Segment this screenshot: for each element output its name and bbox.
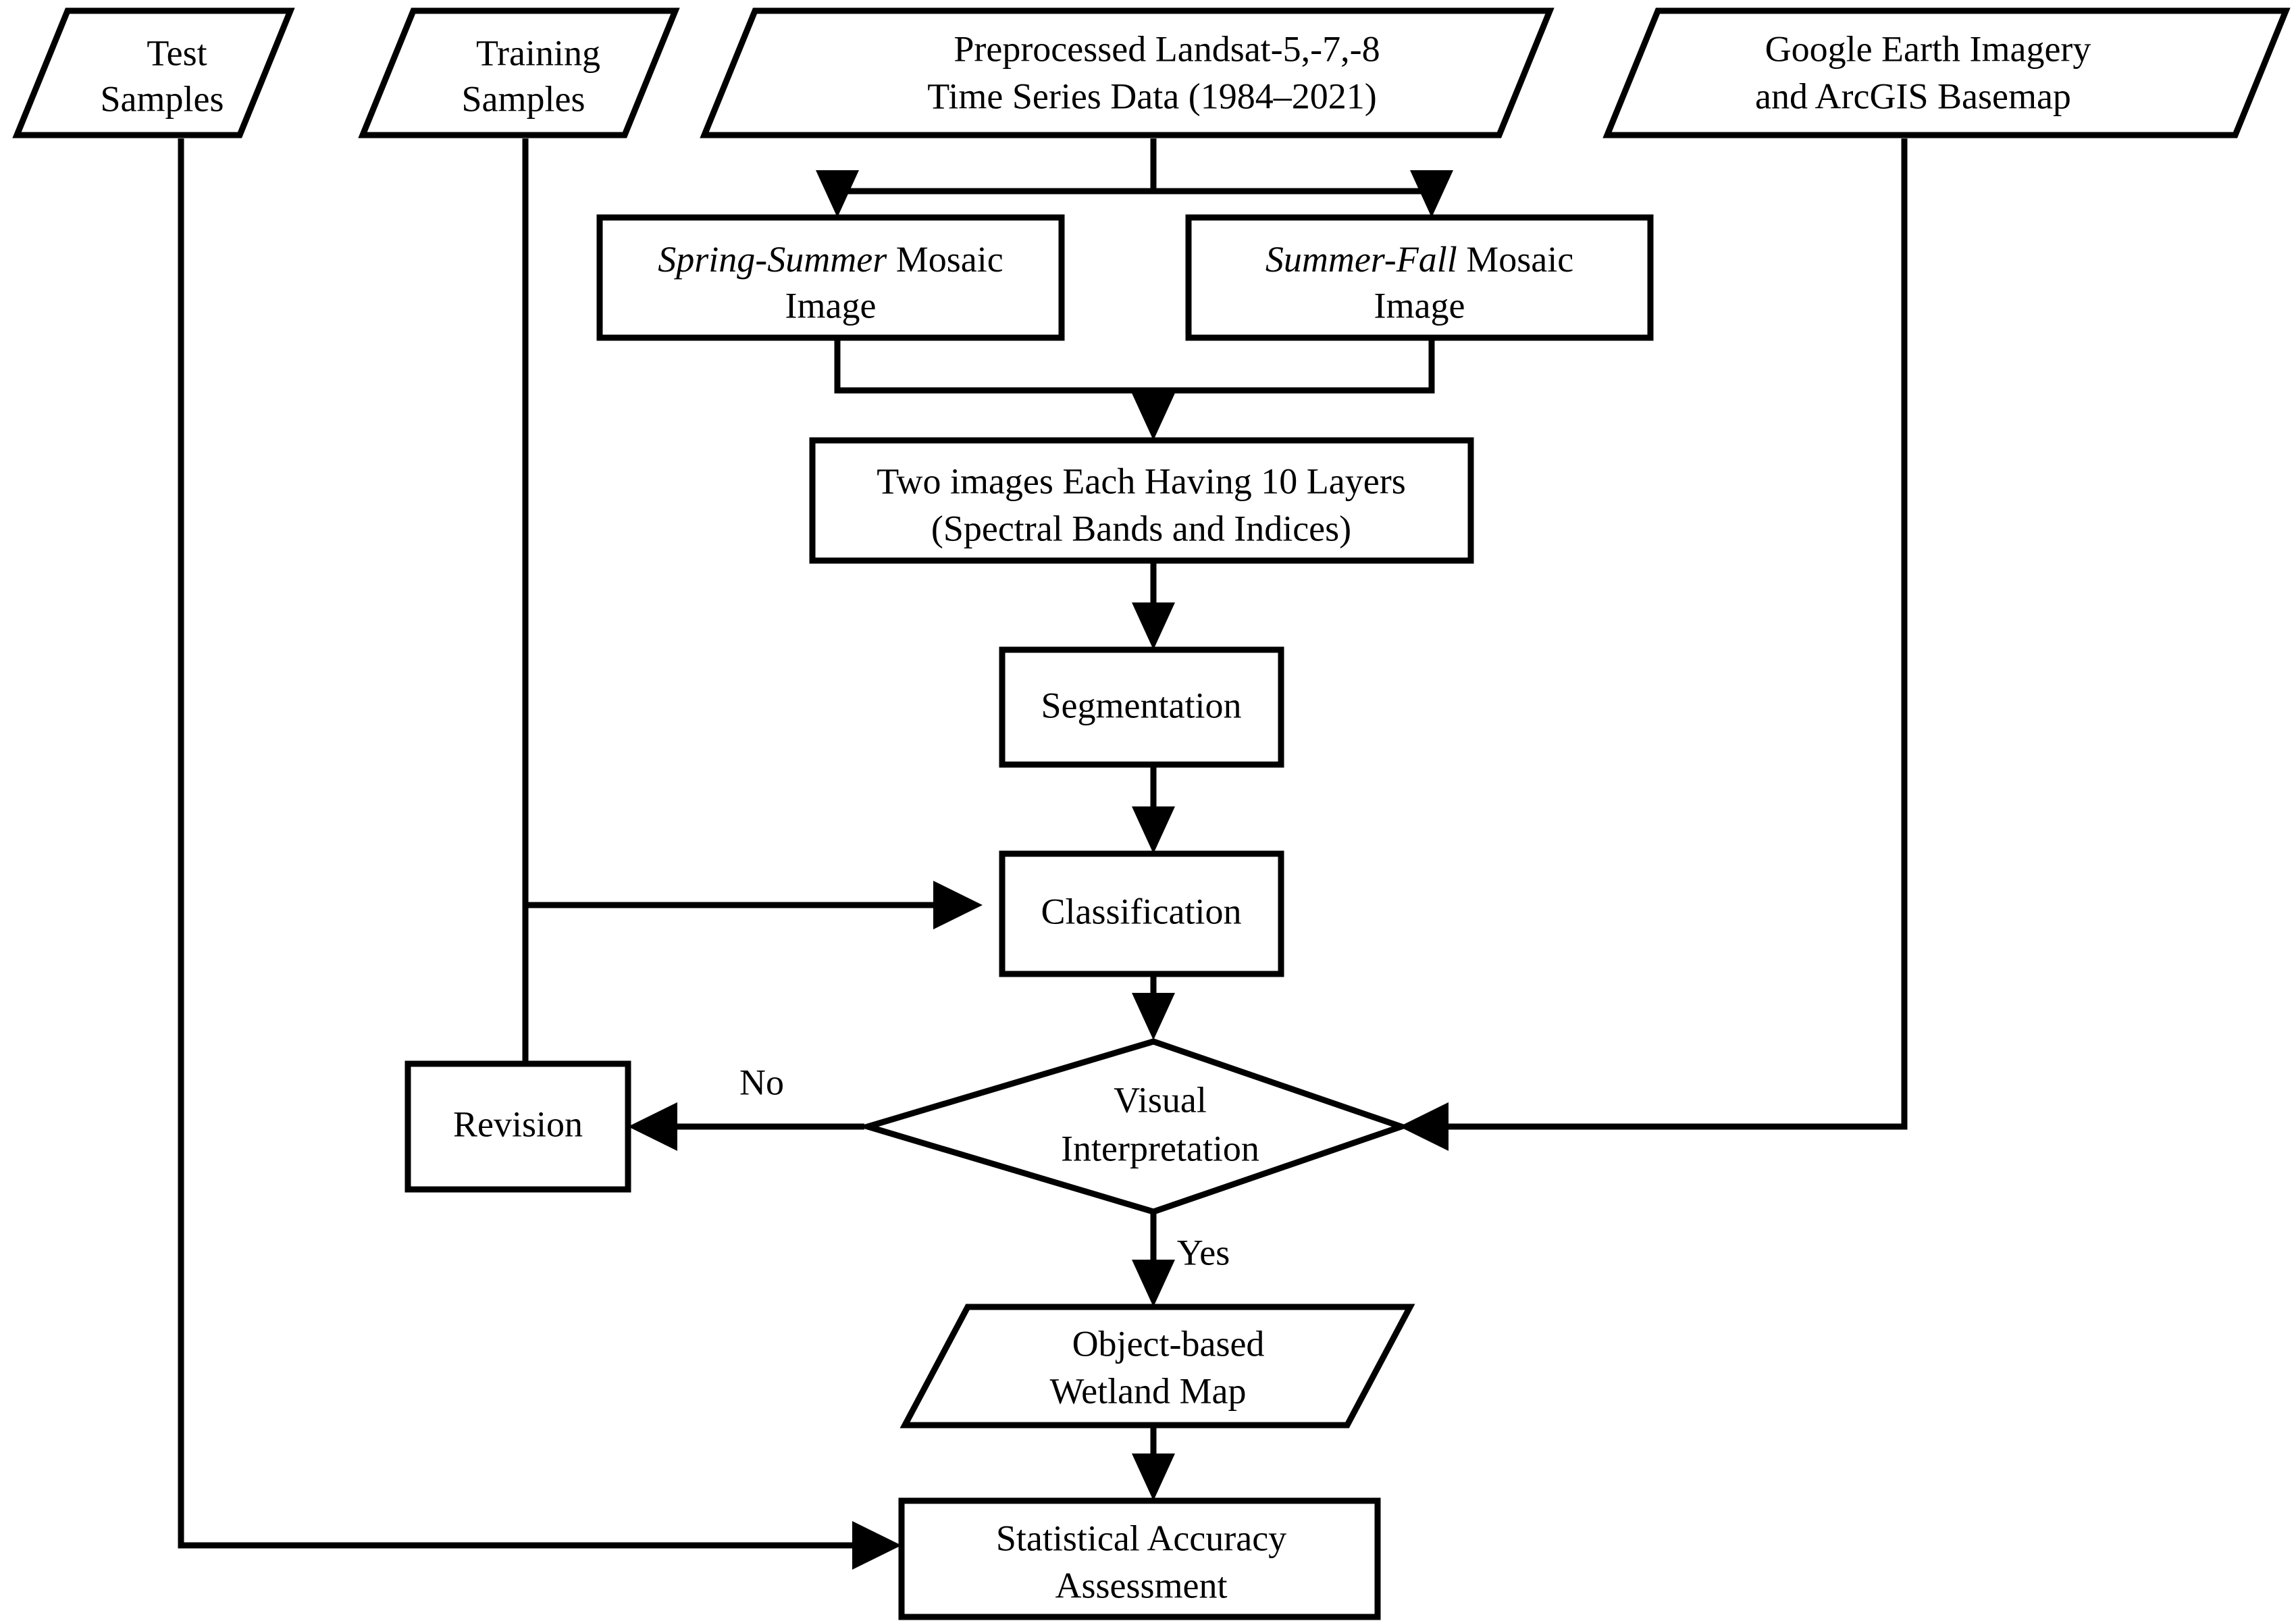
edge-spring-summer-merge [834, 338, 1153, 394]
classification-shape [999, 850, 1284, 977]
landsat-label-line2: Time Series Data (1984–2021) [927, 76, 1376, 116]
edge-landsat-split-left [834, 138, 1157, 203]
training-samples-label-line1: Training [476, 32, 600, 73]
edge-labels: No Yes [739, 1062, 1230, 1272]
edge-google-earth-to-diamond [1432, 138, 1908, 1130]
edge-summer-fall-merge [1153, 338, 1435, 394]
segmentation-label: Segmentation [1041, 685, 1242, 725]
node-accuracy-assessment[interactable]: Statistical Accuracy Assessment [898, 1497, 1381, 1620]
landsat-data-shape [700, 7, 1555, 138]
summer-fall-rest: Mosaic [1457, 239, 1573, 280]
accuracy-label-line2: Assessment [1055, 1565, 1228, 1605]
google-earth-label-line2: and ArcGIS Basemap [1755, 76, 2071, 116]
arrowhead-google-earth-to-diamond [1399, 1102, 1449, 1151]
node-spring-summer-mosaic[interactable]: Spring-Summer Mosaic Image [596, 214, 1065, 341]
arrowhead-two-images-to-segmentation [1132, 602, 1175, 650]
node-two-images[interactable]: Two images Each Having 10 Layers (Spectr… [809, 437, 1474, 564]
visual-interpretation-shape [857, 1038, 1411, 1215]
test-samples-shape [12, 7, 295, 138]
revision-label: Revision [453, 1104, 583, 1144]
revision-shape [405, 1060, 631, 1193]
spring-summer-label-line1: Spring-Summer Mosaic [658, 239, 1003, 280]
summer-fall-shape [1185, 214, 1654, 341]
accuracy-label-line1: Statistical Accuracy [996, 1518, 1286, 1558]
arrowhead-wetland-to-accuracy [1132, 1453, 1175, 1501]
edge-label-no: No [739, 1062, 784, 1102]
google-earth-label-line1: Google Earth Imagery [1765, 28, 2091, 69]
node-landsat-data[interactable]: Preprocessed Landsat-5,-7,-8 Time Series… [700, 7, 1555, 138]
spring-summer-em: Spring-Summer [658, 239, 887, 280]
wetland-map-label-line1: Object-based [1072, 1323, 1265, 1364]
visual-interpretation-label-line1: Visual [1114, 1079, 1207, 1120]
node-google-earth[interactable]: Google Earth Imagery and ArcGIS Basemap [1602, 7, 2291, 138]
spring-summer-rest: Mosaic [887, 239, 1003, 280]
edge-test-samples-to-accuracy [178, 138, 861, 1549]
connectors [178, 138, 1908, 1570]
summer-fall-label-line1: Summer-Fall Mosaic [1266, 239, 1573, 280]
training-samples-shape [358, 7, 680, 138]
landsat-label-line1: Preprocessed Landsat-5,-7,-8 [954, 28, 1380, 69]
segmentation-shape [999, 646, 1284, 768]
spring-summer-label-line2: Image [785, 285, 877, 326]
arrowhead-yes-to-wetland-map [1132, 1260, 1175, 1307]
test-samples-label-line1: Test [147, 32, 207, 73]
summer-fall-label-line2: Image [1374, 285, 1465, 326]
training-samples-label-line2: Samples [462, 78, 585, 119]
arrowhead-test-to-accuracy [852, 1521, 902, 1570]
arrowhead-landsat-to-summer-fall [1410, 170, 1453, 217]
arrowhead-no-to-revision [628, 1102, 677, 1151]
two-images-label-line2: (Spectral Bands and Indices) [931, 508, 1351, 548]
wetland-map-shape [899, 1304, 1415, 1429]
two-images-label-line1: Two images Each Having 10 Layers [877, 461, 1405, 501]
classification-label: Classification [1041, 891, 1242, 931]
arrowhead-landsat-to-spring-summer [816, 170, 859, 217]
two-images-shape [809, 437, 1474, 564]
test-samples-label-line2: Samples [101, 78, 224, 119]
node-test-samples[interactable]: Test Samples [12, 7, 295, 138]
node-classification[interactable]: Classification [999, 850, 1284, 977]
arrowhead-merge-to-two-images [1132, 393, 1175, 440]
google-earth-shape [1602, 7, 2291, 138]
accuracy-assessment-shape [898, 1497, 1381, 1620]
visual-interpretation-label-line2: Interpretation [1061, 1128, 1259, 1168]
summer-fall-em: Summer-Fall [1266, 239, 1457, 280]
edge-landsat-split-right [1153, 188, 1435, 203]
arrowhead-segmentation-to-classification [1132, 806, 1175, 854]
spring-summer-shape [596, 214, 1065, 341]
node-segmentation[interactable]: Segmentation [999, 646, 1284, 768]
edge-label-yes: Yes [1177, 1232, 1230, 1272]
node-visual-interpretation[interactable]: Visual Interpretation [857, 1038, 1411, 1215]
node-summer-fall-mosaic[interactable]: Summer-Fall Mosaic Image [1185, 214, 1654, 341]
arrowhead-training-to-classification [933, 881, 983, 929]
node-training-samples[interactable]: Training Samples [358, 7, 680, 138]
wetland-map-label-line2: Wetland Map [1049, 1370, 1246, 1411]
node-revision[interactable]: Revision [405, 1060, 631, 1193]
node-wetland-map[interactable]: Object-based Wetland Map [899, 1304, 1415, 1429]
arrowhead-classification-to-diamond [1132, 993, 1175, 1040]
